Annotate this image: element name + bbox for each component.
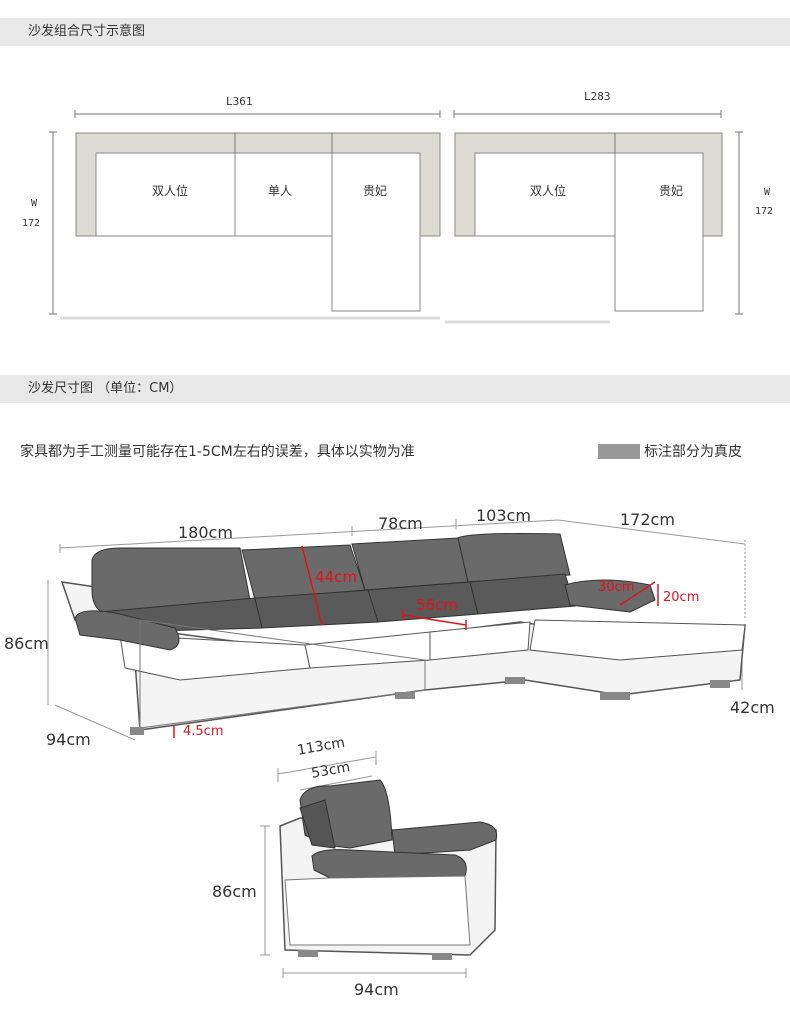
chair-dim-94: 94cm: [354, 980, 399, 999]
sofa-dim-4-5: 4.5cm: [183, 724, 224, 739]
plan-left-seat-single: 单人: [268, 184, 293, 198]
sofa-dim-20: 20cm: [663, 590, 700, 605]
plan-left-width-value: 172: [22, 218, 41, 229]
sofa-dim-86: 86cm: [4, 634, 49, 653]
plan-right-width-value: 172: [755, 206, 774, 217]
sofa-dim-42: 42cm: [730, 698, 775, 717]
plan-section-title: 沙发组合尺寸示意图: [28, 24, 146, 39]
plan-left-seat-chaise: 贵妃: [363, 184, 388, 198]
plan-right-seat-double: 双人位: [530, 184, 567, 198]
leather-legend-label: 标注部分为真皮: [644, 444, 742, 460]
plan-left: [49, 110, 441, 320]
sofa-dim-78: 78cm: [378, 514, 423, 533]
leather-annotations: [173, 545, 659, 738]
sofa-dim-180: 180cm: [178, 523, 233, 542]
plan-left-length: L361: [226, 95, 253, 108]
plan-right-width-letter: W: [764, 187, 771, 198]
plan-section-header: 沙发组合尺寸示意图: [0, 18, 790, 46]
plan-right: [445, 110, 743, 324]
sofa-body: [60, 533, 746, 735]
plan-left-seat-double: 双人位: [152, 184, 189, 198]
plan-left-width-letter: W: [31, 198, 38, 209]
plan-right-seat-chaise: 贵妃: [659, 184, 684, 198]
plan-right-length: L283: [584, 90, 611, 103]
sofa-dim-172: 172cm: [620, 510, 675, 529]
armchair-body: [279, 779, 498, 960]
leather-swatch: [598, 443, 640, 459]
sofa-dim-56: 56cm: [416, 596, 458, 614]
chair-dim-86: 86cm: [212, 882, 257, 901]
sofa-dim-30: 30cm: [598, 580, 635, 595]
size-section-title: 沙发尺寸图 （单位：CM）: [28, 381, 183, 396]
sofa-dim-103: 103cm: [476, 506, 531, 525]
size-section-header: 沙发尺寸图 （单位：CM）: [0, 375, 790, 403]
sofa-dim-94: 94cm: [46, 730, 91, 749]
leather-legend: 标注部分为真皮: [598, 441, 742, 461]
sofa-dim-44: 44cm: [315, 568, 357, 586]
measurement-note: 家具都为手工测量可能存在1-5CM左右的误差，具体以实物为准: [20, 444, 415, 460]
